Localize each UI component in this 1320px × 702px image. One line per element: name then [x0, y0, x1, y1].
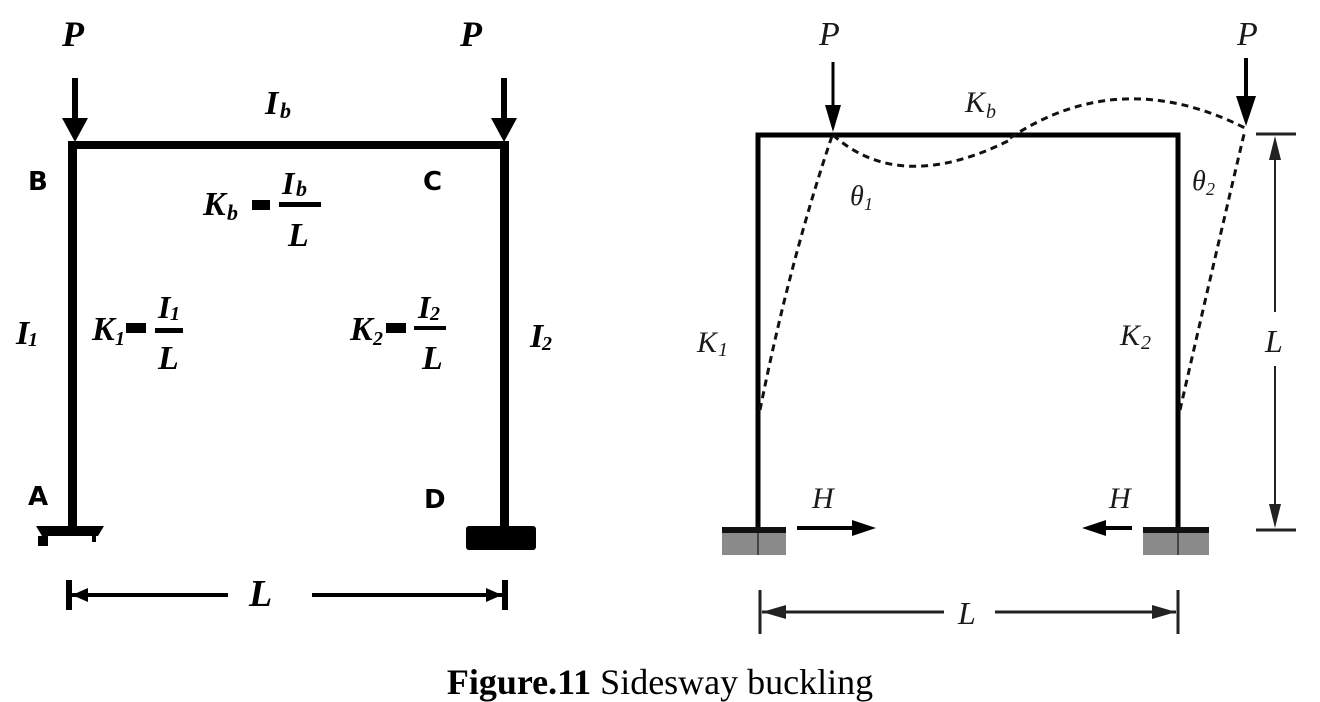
column2-stiffness-formula: K 2 I 2 L [349, 289, 446, 377]
load-label-p-right: P [459, 14, 483, 54]
svg-text:1: 1 [115, 328, 125, 350]
reaction-arrow-h-right [1082, 520, 1132, 536]
svg-text:K: K [1119, 319, 1142, 352]
node-label-c: C [423, 167, 442, 197]
svg-text:b: b [296, 176, 307, 201]
span-dimension-left [66, 580, 508, 610]
beam-stiffness-formula: K b I b L [202, 165, 321, 254]
rotation-label-theta2: θ 2 [1192, 166, 1215, 199]
buckled-shape-dashed [758, 97, 1247, 411]
rotation-label-theta1: θ 1 [850, 181, 873, 214]
svg-text:b: b [227, 200, 238, 225]
svg-text:b: b [986, 101, 996, 123]
column1-inertia-label: I 1 [15, 315, 38, 352]
svg-text:K: K [91, 311, 117, 348]
svg-text:2: 2 [541, 333, 552, 355]
load-label-p-left-right-frame: P [818, 16, 840, 53]
svg-text:θ: θ [850, 181, 864, 212]
svg-text:2: 2 [1141, 332, 1151, 354]
svg-text:K: K [964, 86, 987, 119]
node-label-d: D [424, 485, 446, 515]
node-label-b: B [28, 167, 48, 197]
column1-stiffness-label: K 1 [696, 326, 728, 361]
load-arrow-right [491, 78, 517, 142]
load-arrow-right-right-frame [1236, 58, 1256, 126]
reaction-label-h-right: H [1108, 482, 1133, 515]
beam-stiffness-label: K b [964, 86, 996, 123]
svg-text:I: I [15, 315, 31, 352]
load-label-p-left: P [61, 14, 85, 54]
figure-number: Figure.11 [446, 662, 592, 702]
height-label: L [1264, 323, 1283, 359]
node-label-a: A [28, 482, 48, 512]
span-label-right: L [957, 595, 976, 631]
load-arrow-left [62, 78, 88, 142]
svg-text:θ: θ [1192, 166, 1206, 197]
svg-text:I: I [281, 165, 296, 201]
reaction-arrow-h-left [797, 520, 876, 536]
svg-text:I: I [264, 85, 280, 122]
svg-text:K: K [202, 186, 228, 223]
column-cd [500, 143, 509, 528]
beam-bc [72, 141, 509, 149]
span-dimension-right [758, 590, 1180, 634]
deformed-frame-outline [755, 132, 1181, 530]
fixed-support-d-icon [466, 526, 536, 550]
svg-text:2: 2 [372, 328, 383, 350]
column2-inertia-label: I 2 [529, 318, 552, 355]
height-dimension [1256, 132, 1296, 532]
svg-text:1: 1 [28, 329, 38, 351]
column1-stiffness-formula: K 1 I 1 L [91, 289, 183, 377]
left-frame-diagram: P P I b B C A D K b I b L I 1 K 1 [15, 14, 552, 615]
svg-text:2: 2 [429, 303, 440, 325]
svg-text:1: 1 [718, 339, 728, 361]
load-arrow-left-right-frame [825, 62, 841, 132]
load-label-p-right-right-frame: P [1236, 16, 1258, 53]
base-support-left-icon [722, 527, 786, 555]
beam-inertia-label: I b [264, 85, 291, 123]
svg-text:1: 1 [170, 303, 180, 325]
svg-text:I: I [529, 318, 545, 355]
svg-text:L: L [421, 340, 443, 377]
svg-text:I: I [417, 289, 432, 325]
svg-text:K: K [349, 311, 375, 348]
svg-text:1: 1 [864, 194, 873, 214]
figure-caption: Figure.11 Sidesway buckling [0, 662, 1320, 702]
base-support-right-icon [1143, 527, 1209, 555]
column2-stiffness-label: K 2 [1119, 319, 1151, 354]
figure-title: Sidesway buckling [591, 662, 874, 702]
reaction-label-h-left: H [811, 482, 836, 515]
svg-text:L: L [287, 217, 309, 254]
svg-text:L: L [157, 340, 179, 377]
svg-text:b: b [280, 98, 291, 123]
svg-text:2: 2 [1206, 179, 1215, 199]
svg-text:K: K [696, 326, 719, 359]
svg-text:I: I [157, 289, 172, 325]
pinned-support-a-icon [36, 526, 104, 546]
column-ab [68, 141, 77, 526]
span-label-left: L [248, 573, 272, 615]
right-frame-diagram: P P K b θ 1 θ 2 K 1 K 2 H H L L [696, 16, 1296, 634]
